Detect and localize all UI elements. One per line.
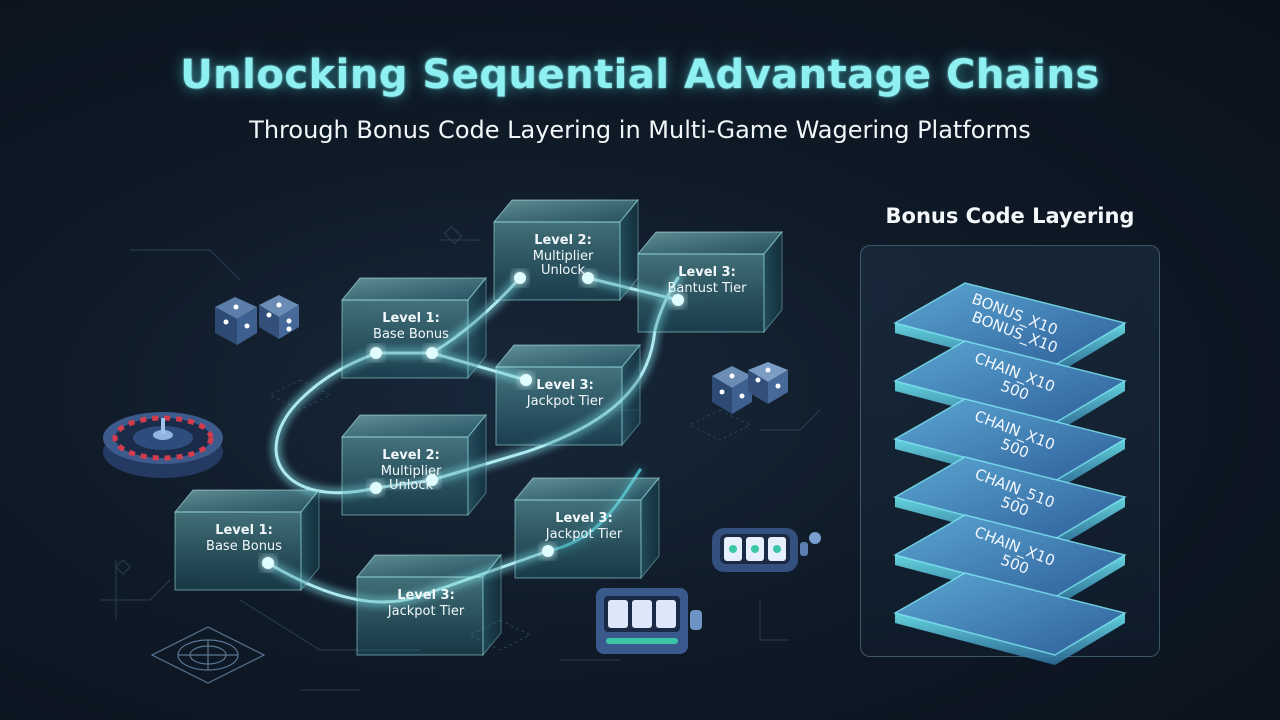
- path-node-dot: [370, 347, 382, 359]
- path-node-dot: [520, 374, 532, 386]
- block-label: Base Bonus: [206, 539, 282, 554]
- roulette-layout-icon: [150, 626, 266, 684]
- level-block: Level 1:Base Bonus: [173, 488, 321, 592]
- block-label: Jackpot Tier: [545, 527, 623, 542]
- block-label: Multiplier: [533, 249, 594, 264]
- level-block: Level 3:Jackpot Tier: [513, 476, 661, 580]
- path-node-dot: [370, 482, 382, 494]
- block-label: Jackpot Tier: [526, 394, 604, 409]
- path-node-dot: [542, 545, 554, 557]
- path-node-dot: [672, 294, 684, 306]
- path-node-dot: [582, 272, 594, 284]
- path-node-dot: [262, 557, 274, 569]
- block-heading: Level 3:: [555, 511, 613, 526]
- level-block: Level 1:Base Bonus: [340, 276, 488, 380]
- dice-icon: [712, 362, 788, 414]
- slot-machine-icon: [712, 528, 821, 572]
- block-heading: Level 2:: [382, 448, 440, 463]
- block-heading: Level 1:: [215, 523, 273, 538]
- dice-icon: [215, 295, 299, 345]
- block-label: Multiplier: [381, 464, 442, 479]
- slot-machine-icon: [596, 588, 702, 654]
- level-block: Level 3:Jackpot Tier: [355, 553, 503, 657]
- block-heading: Level 1:: [382, 311, 440, 326]
- level-block: Level 3:Bantust Tier: [636, 230, 784, 334]
- bonus-layer-stack: BONUS_X10BONUS_X10CHAIN_X10500CHAIN_X105…: [893, 282, 1127, 665]
- page-title: Unlocking Sequential Advantage Chains: [180, 52, 1100, 98]
- roulette-wheel-icon: [103, 412, 223, 478]
- floor-grid-markers: [268, 379, 752, 651]
- panel-title: Bonus Code Layering: [885, 204, 1135, 228]
- block-heading: Level 3:: [536, 378, 594, 393]
- block-label: Bantust Tier: [668, 281, 748, 296]
- block-heading: Level 2:: [534, 233, 592, 248]
- block-label: Base Bonus: [373, 327, 449, 342]
- path-node-dot: [426, 347, 438, 359]
- level-block: Level 3:Jackpot Tier: [494, 343, 642, 447]
- block-label: Jackpot Tier: [387, 604, 465, 619]
- page-subtitle: Through Bonus Code Layering in Multi-Gam…: [249, 116, 1031, 144]
- block-heading: Level 3:: [678, 265, 736, 280]
- path-node-dot: [426, 474, 438, 486]
- block-heading: Level 3:: [397, 588, 455, 603]
- block-label: Unlock: [541, 263, 585, 278]
- block-label: Unlock: [389, 478, 433, 493]
- bonus-layer: [893, 572, 1127, 665]
- path-node-dot: [514, 272, 526, 284]
